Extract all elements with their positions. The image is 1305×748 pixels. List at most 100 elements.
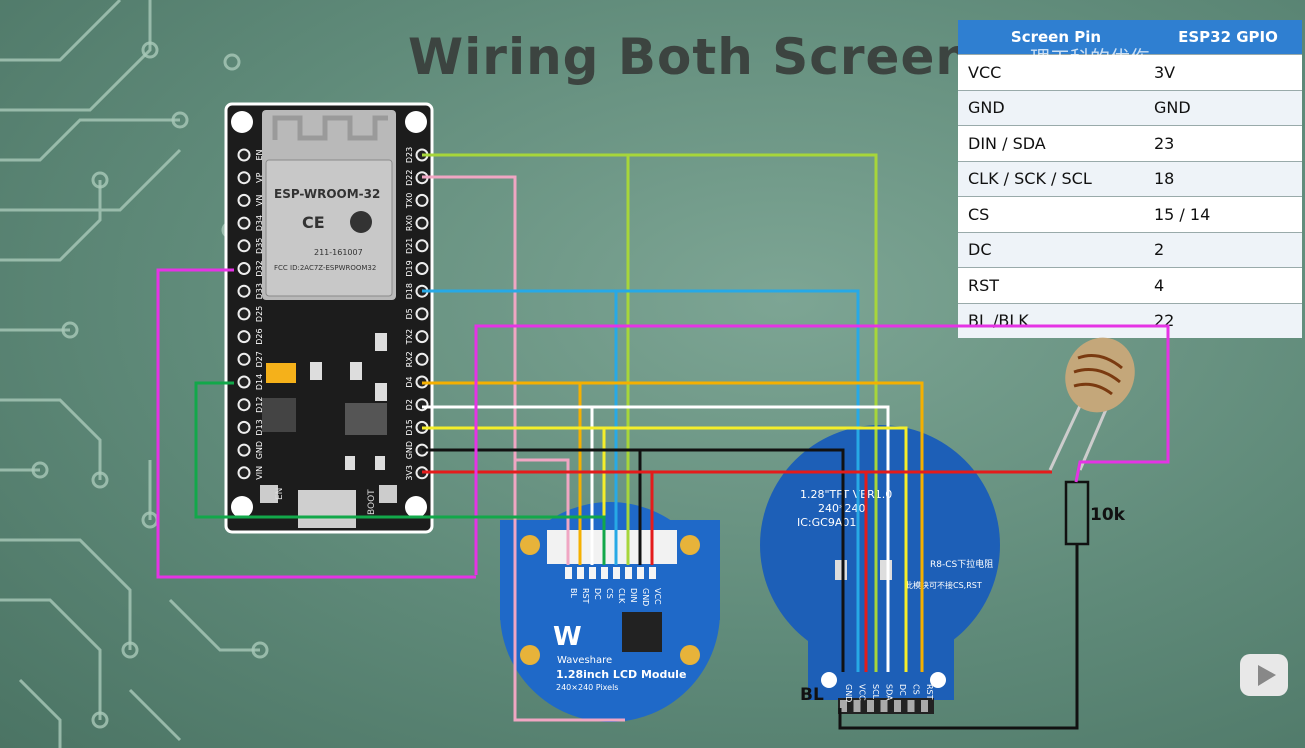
esp32-right-pin-label: 3V3: [405, 465, 414, 481]
esp32-pin: [415, 239, 429, 253]
esp32-right-pin-label: RX2: [405, 351, 414, 367]
esp32-right-pin-label: D19: [405, 260, 414, 276]
esp32-board: ESP-WROOM-32 CE 211-161007 FCC ID:2AC7Z-…: [224, 102, 434, 534]
lcd1-pin-label: RST: [581, 588, 590, 604]
lcd1-pin-label: BL: [569, 588, 578, 598]
lcd2-pin: [907, 700, 915, 712]
esp32-module-label: ESP-WROOM-32: [274, 187, 380, 201]
esp32-left-pin-label: D27: [255, 351, 264, 367]
lcd2-pin: [921, 700, 928, 712]
lcd1-pin: [589, 567, 596, 579]
cell-pin: CLK / SCK / SCL: [958, 160, 1154, 197]
esp32-pin: [237, 420, 251, 434]
cell-pin: VCC: [958, 54, 1154, 90]
lcd1-pin: [577, 567, 584, 579]
esp32-pin: [237, 443, 251, 457]
esp32-pin: [237, 262, 251, 275]
wire-gnd: [422, 448, 845, 672]
lcd1-pin-label: GND: [641, 588, 650, 606]
cell-gpio: 3V: [1153, 54, 1302, 90]
cell-gpio: 23: [1153, 125, 1302, 161]
lcd1-resolution: 240×240 Pixels: [556, 683, 618, 692]
lcd2-pin-label: RST: [925, 684, 934, 700]
wire-rst: [422, 381, 924, 672]
cell-pin: GND: [958, 89, 1154, 126]
esp32-left-pin-label: D32: [255, 260, 264, 276]
esp32-pin: [237, 466, 251, 480]
esp32-pin: [237, 398, 251, 412]
lcd1-pin: [637, 567, 644, 579]
lcd1-pin: [625, 567, 632, 579]
lcd2-pin-label: SCL: [871, 684, 880, 700]
esp32-pin: [237, 284, 251, 298]
esp32-left-pin-label: D25: [255, 306, 264, 322]
wire-d14: [194, 381, 606, 565]
esp32-pin: [237, 171, 251, 185]
table-header-screen-pin: Screen Pin: [958, 20, 1154, 55]
esp32-right-pin-label: D4: [405, 376, 414, 387]
cell-pin: DC: [958, 231, 1154, 268]
photoresistor: [1048, 337, 1135, 471]
esp32-pin: [415, 193, 429, 207]
lcd2-pin-label: DC: [898, 684, 907, 696]
esp32-right-pin-label: RX0: [405, 215, 414, 231]
lcd2-ic: IC:GC9A01: [797, 516, 856, 529]
cell-pin: RST: [958, 267, 1154, 303]
esp32-right-pin-label: TX0: [405, 193, 414, 209]
page-title: Wiring Both Screens: [408, 28, 1003, 86]
resistor-10k: [1064, 480, 1090, 546]
cell-gpio: 18: [1153, 160, 1302, 197]
esp32-right-pin-label: TX2: [405, 329, 414, 345]
esp32-pin: [415, 398, 429, 412]
svg-text:W: W: [553, 622, 582, 652]
gc9a01-round-lcd: 1.28"TFT VER1.0 240*240 IC:GC9A01 R8-CS下…: [760, 425, 1000, 714]
esp32-right-pin-label: D18: [405, 283, 414, 299]
lcd1-pin: [613, 567, 620, 579]
lcd2-note-2: 此模块可不接CS,RST: [905, 580, 982, 590]
esp32-right-pin-label: D23: [405, 147, 414, 163]
cell-gpio: GND: [1153, 89, 1302, 126]
lcd2-pin-label: VCC: [858, 684, 867, 701]
bl-label: BL: [800, 685, 824, 705]
esp32-pin: [415, 330, 429, 344]
lcd2-pin-label: SDA: [885, 684, 894, 701]
cell-pin: DIN / SDA: [958, 125, 1154, 161]
video-play-icon[interactable]: [1240, 654, 1288, 696]
esp32-left-pin-label: GND: [255, 441, 264, 459]
esp32-right-pin-label: D5: [405, 308, 414, 319]
esp32-right-pin-label: D2: [405, 399, 414, 410]
lcd2-pin: [867, 700, 874, 712]
watermark-text: 理工科的优伤: [1030, 46, 1150, 70]
esp32-left-pin-label: VP: [255, 172, 264, 182]
lcd2-pin: [880, 700, 888, 712]
lcd1-brand: Waveshare: [557, 655, 612, 666]
esp32-left-pin-label: VN: [255, 195, 264, 206]
esp32-pin: [237, 352, 251, 366]
esp32-pin: [237, 216, 251, 230]
lcd2-pin: [840, 700, 847, 712]
esp32-pin: [237, 330, 251, 344]
lcd2-pin-label: GND: [844, 684, 853, 702]
esp32-pin: [237, 307, 251, 321]
lcd1-pin: [601, 567, 608, 579]
lcd1-name: 1.28inch LCD Module: [556, 668, 686, 681]
esp32-fcc-label: FCC ID:2AC7Z-ESPWROOM32: [274, 264, 376, 272]
lcd2-note-1: R8-CS下拉电阻: [930, 558, 993, 570]
wire-din: [422, 153, 878, 672]
esp32-left-pin-label: EN: [255, 149, 264, 160]
lcd1-pin-label: CLK: [617, 588, 626, 604]
lcd2-pin-label: CS: [912, 684, 921, 695]
wire-d32-pink: [156, 268, 476, 579]
lcd2-pin: [853, 700, 861, 712]
cell-pin: CS: [958, 196, 1154, 232]
lcd1-pin-label: DC: [593, 588, 602, 600]
lcd1-pin-label: CS: [605, 588, 614, 599]
esp32-cert-label: 211-161007: [314, 248, 363, 257]
